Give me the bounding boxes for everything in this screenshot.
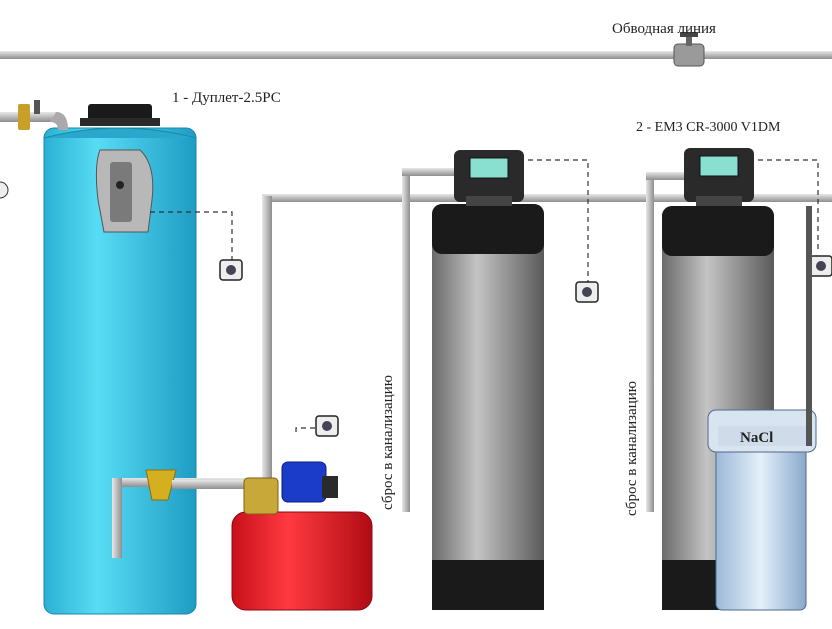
tank-model-label: 1 - Дуплет-2.5РС [172,90,281,106]
control-head-icon [684,148,754,206]
partial-gauge-icon [0,181,9,199]
control-head-icon [454,150,524,206]
bypass-line: Обводная линия [0,21,832,67]
sensor-wiring [150,159,819,432]
inlet-valve-icon [0,100,68,130]
bypass-valve-icon [673,32,705,67]
pump-riser-pipe [262,196,272,486]
aerator-head-icon [95,149,154,233]
gauge-icon [575,281,599,303]
bypass-line-label: Обводная линия [612,21,716,37]
drain-pipe-1 [402,172,410,512]
brine-tank: NaCl [707,206,817,611]
gauge-icon [315,415,339,437]
pump-station [231,461,373,611]
tank-lid [88,104,152,122]
feed-pipe [262,194,832,202]
gauge-icon [219,259,243,281]
pressure-tank [231,511,373,611]
storage-tank [0,100,262,615]
drain-label-2: сброс в канализацию [624,381,640,516]
gauge-icon [809,255,832,277]
filter-column-1 [432,150,544,610]
salt-label: NaCl [740,430,773,446]
strainer-icon [145,469,177,501]
pump-motor [281,461,327,503]
drain-label-1: сброс в канализацию [380,375,396,510]
drain-pipe-2 [646,176,654,512]
filter-model-label: 2 - EM3 CR-3000 V1DM [636,120,781,135]
